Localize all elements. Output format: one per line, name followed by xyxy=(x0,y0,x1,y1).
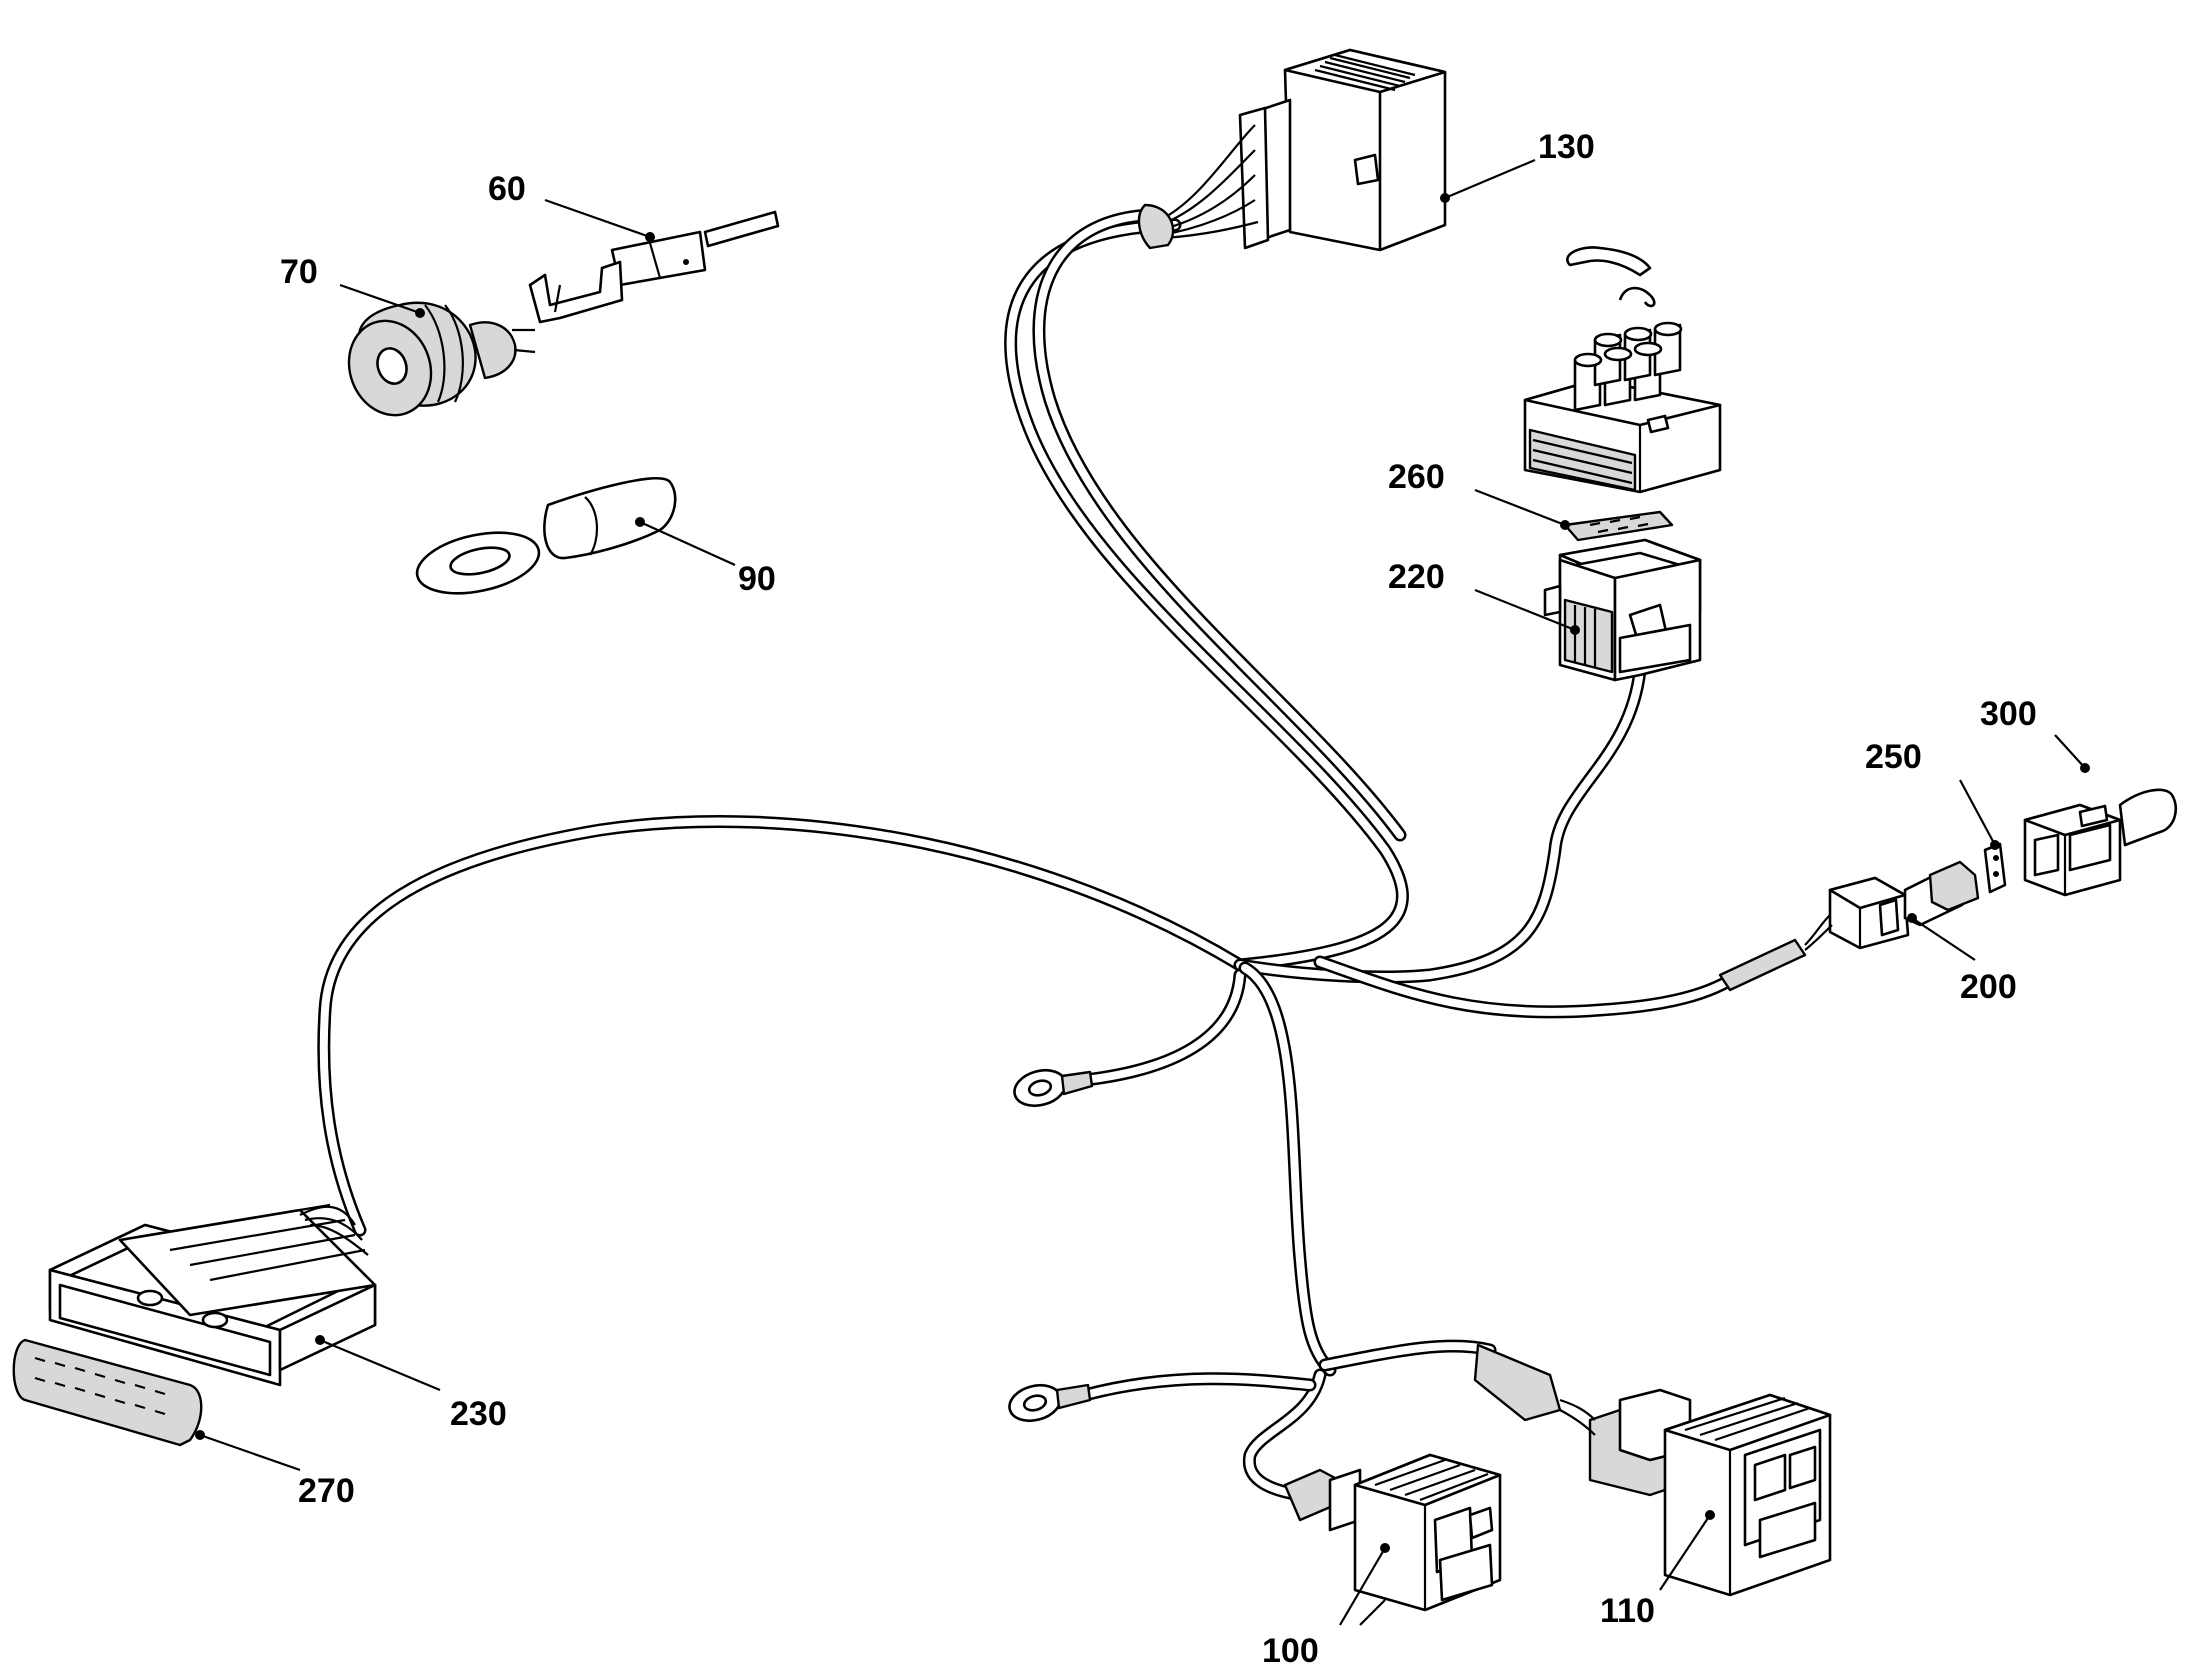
harness-ring-terminal-lower xyxy=(1008,1383,1092,1423)
part-230-connector xyxy=(48,1203,377,1387)
callout-230: 230 xyxy=(450,1395,507,1433)
callout-90: 90 xyxy=(738,560,776,598)
part-90-ring-terminal xyxy=(415,477,677,595)
part-300-connector xyxy=(2023,788,2177,897)
part-100-connector xyxy=(1283,1453,1502,1612)
callout-200: 200 xyxy=(1960,968,2017,1006)
harness-ring-terminal-upper xyxy=(1013,1068,1094,1108)
part-260-seal-plate xyxy=(1563,510,1674,542)
inline-splice-sleeve xyxy=(1718,938,1807,992)
callout-260: 260 xyxy=(1388,458,1445,496)
part-70-seal xyxy=(347,301,536,417)
part-220-connector xyxy=(1543,538,1702,682)
callout-130: 130 xyxy=(1538,128,1595,166)
connector-130-ribs xyxy=(1314,53,1416,92)
callout-300: 300 xyxy=(1980,695,2037,733)
harness-cables xyxy=(317,208,1752,1502)
connector-220-cavities xyxy=(1573,321,1683,412)
callout-110: 110 xyxy=(1600,1592,1655,1630)
connector-100-ribs xyxy=(1374,1458,1489,1502)
part-110-connector xyxy=(1473,1343,1832,1597)
part-250-seal xyxy=(1983,842,2007,894)
leader-lines xyxy=(195,158,2090,1626)
connector-110-ribs xyxy=(1684,1396,1811,1442)
callout-100: 100 xyxy=(1262,1632,1319,1670)
seal-270-holes xyxy=(34,1356,166,1416)
callout-70: 70 xyxy=(280,253,318,291)
callout-220: 220 xyxy=(1388,558,1445,596)
part-270-seal xyxy=(12,1338,203,1447)
callout-270: 270 xyxy=(298,1472,355,1510)
part-60-pin-contact xyxy=(528,210,780,324)
callout-labels: 60 70 90 130 260 220 250 300 200 230 270… xyxy=(280,128,2037,1670)
callout-250: 250 xyxy=(1865,738,1922,776)
connector-220-housing xyxy=(1523,246,1722,494)
part-130-connector xyxy=(1137,48,1447,252)
connector-230-ribs xyxy=(149,1203,366,1282)
part-200-connector xyxy=(1804,860,1980,951)
callout-60: 60 xyxy=(488,170,526,208)
